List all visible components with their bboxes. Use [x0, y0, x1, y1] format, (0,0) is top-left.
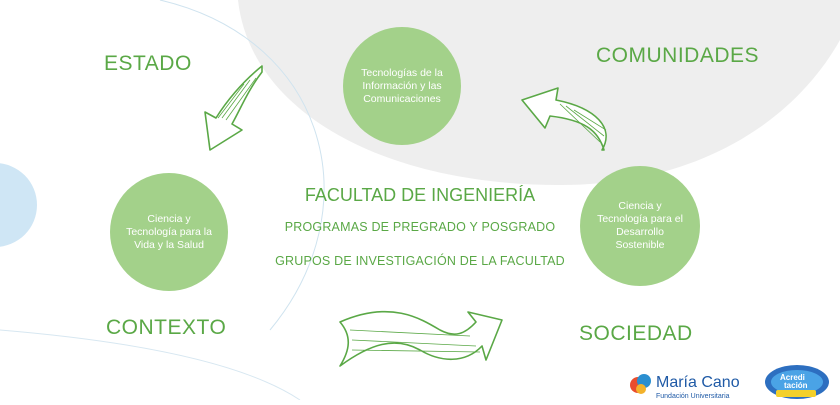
label-estado: ESTADO: [104, 52, 192, 75]
wavy-arrow-icon: [339, 310, 503, 367]
acreditacion-badge-icon: Acredi tación: [765, 365, 829, 399]
node-desarrollo-label: Ciencia y Tecnología para el Desarrollo …: [597, 200, 683, 251]
node-vida-salud-label: Ciencia y Tecnología para la Vida y la S…: [126, 212, 212, 251]
label-comunidades: COMUNIDADES: [596, 44, 760, 67]
curved-arrow-icon: [521, 87, 607, 151]
programs-line: PROGRAMAS DE PREGRADO Y POSGRADO: [284, 220, 556, 234]
faculty-title: FACULTAD DE INGENIERÍA: [304, 185, 536, 205]
acreditacion-logo: Acredi tación: [762, 362, 832, 400]
research-groups-line: GRUPOS DE INVESTIGACIÓN DE LA FACULTAD: [275, 254, 565, 268]
node-vida-salud: Ciencia y Tecnología para la Vida y la S…: [110, 173, 228, 291]
label-sociedad: SOCIEDAD: [579, 322, 693, 345]
svg-text:Acredi: Acredi: [780, 373, 805, 382]
svg-text:María Cano: María Cano: [656, 374, 740, 391]
curved-arrow-icon: [204, 65, 263, 151]
node-tic: Tecnologías de la Información y las Comu…: [343, 27, 461, 145]
maria-cano-logo-icon: María Cano Fundación Universitaria: [630, 374, 740, 400]
svg-text:tación: tación: [784, 381, 808, 390]
maria-cano-logo: María Cano Fundación Universitaria: [628, 367, 758, 400]
svg-text:Fundación Universitaria: Fundación Universitaria: [656, 393, 730, 400]
label-contexto: CONTEXTO: [106, 316, 227, 339]
node-desarrollo-sostenible: Ciencia y Tecnología para el Desarrollo …: [580, 166, 700, 286]
node-tic-label: Tecnologías de la Información y las Comu…: [361, 66, 443, 105]
